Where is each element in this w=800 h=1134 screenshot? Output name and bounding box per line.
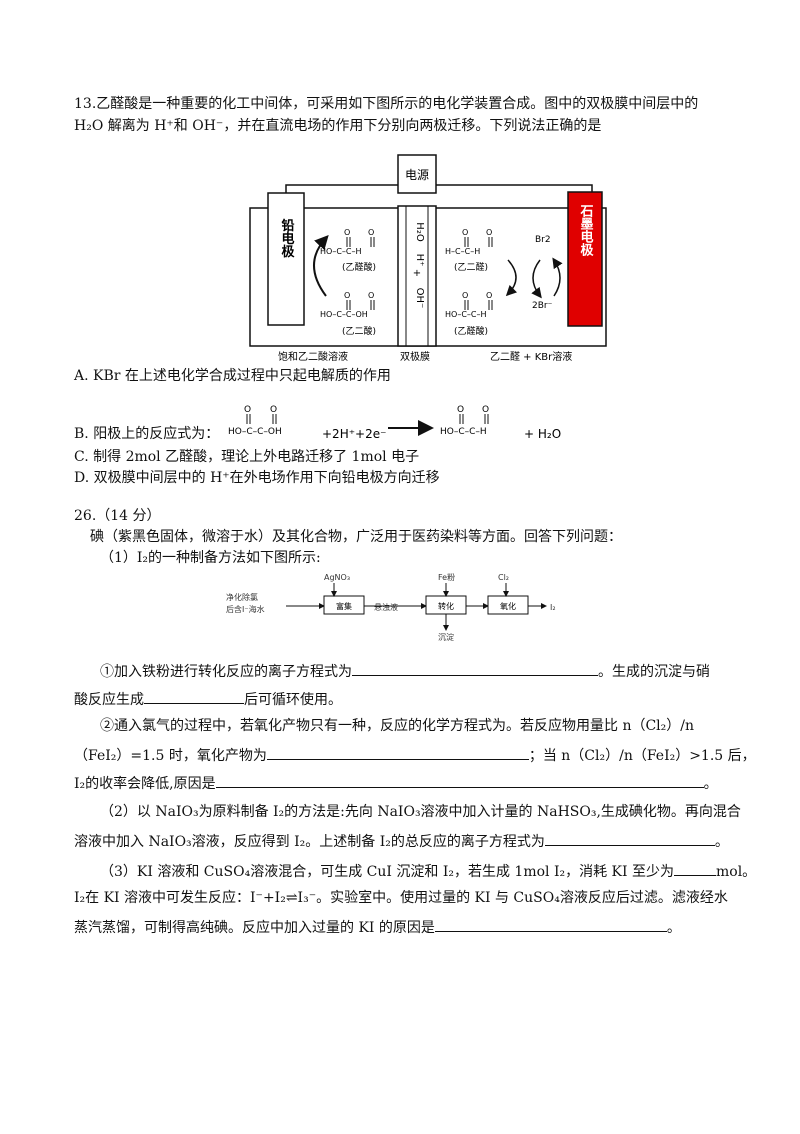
- glyoxylic-acid-right-structure: O O HO–C–C–H: [445, 291, 493, 319]
- glyoxylic-acid-right-label: (乙醛酸): [454, 325, 488, 337]
- flow-box-enrich: [323, 595, 365, 615]
- q13-stem-line2: H₂O 解离为 H⁺和 OH⁻，并在直流电场的作用下分别向两极迁移。下列说法正确…: [74, 118, 602, 134]
- q26-p3-line3: 蒸汽蒸馏，可制得高纯碘。反应中加入过量的 KI 的原因是。: [74, 916, 681, 938]
- brminus-label: 2Br⁻: [532, 301, 553, 311]
- power-label: 电源: [405, 168, 429, 182]
- svg-text:HO–C–C–H: HO–C–C–H: [320, 247, 362, 256]
- q26-s2-line2: （FeI₂）=1.5 时，氧化产物为；当 n（Cl₂）/n（FeI₂）>1.5 …: [74, 744, 756, 766]
- q26-s2-line1: ②通入氯气的过程中，若氧化产物只有一种，反应的化学方程式为。若反应物用量比 n（…: [100, 718, 694, 734]
- left-arrow: [313, 235, 329, 297]
- svg-text:O: O: [486, 291, 492, 300]
- svg-text:HO–C–C–H: HO–C–C–H: [445, 310, 487, 319]
- svg-text:O: O: [344, 228, 350, 237]
- svg-text:O: O: [244, 405, 251, 415]
- q13-stem-line1: 13.乙醛酸是一种重要的化工中间体，可采用如下图所示的电化学装置合成。图中的双极…: [74, 96, 699, 112]
- svg-text:O: O: [368, 291, 374, 300]
- flow-product: I₂: [550, 603, 556, 612]
- svg-text:转化: 转化: [438, 601, 454, 611]
- q26-p3-line1: （3）KI 溶液和 CuSO₄溶液混合，可生成 CuI 沉淀和 I₂，若生成 1…: [100, 860, 756, 882]
- membrane-h2o: H₂O: [414, 222, 425, 242]
- q13-option-a: A. KBr 在上述电化学合成过程中只起电解质的作用: [74, 368, 391, 384]
- q26-part1: （1）I₂的一种制备方法如下图所示:: [100, 550, 321, 566]
- down-arrow: [505, 259, 518, 297]
- q13-option-d: D. 双极膜中间层中的 H⁺在外电场作用下向铅电极方向迁移: [74, 470, 440, 486]
- q13-option-b-prefix: B. 阳极上的反应式为：: [74, 426, 220, 442]
- flow-fe: Fe粉: [438, 572, 455, 582]
- membrane-ohminus: OH⁻: [414, 288, 425, 309]
- bipolar-membrane: [397, 205, 437, 347]
- flow-source: 净化除氯: [226, 592, 258, 602]
- label-right-solution: 乙二醛 + KBr溶液: [490, 350, 572, 363]
- wire-right: [436, 184, 593, 192]
- lead-electrode: [267, 192, 305, 326]
- svg-text:O: O: [270, 405, 277, 415]
- svg-text:后含I⁻海水: 后含I⁻海水: [226, 604, 265, 614]
- q26-s1-line1: ①加入铁粉进行转化反应的离子方程式为。生成的沉淀与硝: [100, 660, 710, 682]
- graphite-electrode-label: 石墨电极: [578, 204, 595, 257]
- glyoxylic-acid-structure: O O HO–C–C–H: [320, 228, 375, 256]
- svg-text:O: O: [482, 405, 489, 415]
- svg-text:HO–C–C–OH: HO–C–C–OH: [228, 427, 282, 437]
- svg-text:氧化: 氧化: [500, 601, 516, 611]
- svg-text:O: O: [344, 291, 350, 300]
- graphite-electrode: [567, 191, 603, 327]
- iodine-flow-chart: 净化除氯 后含I⁻海水 AgNO₃ Fe粉 Cl₂ 悬浊液 沉淀 I₂ 富集 转…: [226, 572, 556, 642]
- flow-agno3: AgNO₃: [324, 573, 350, 582]
- option-b-equation: O O HO–C–C–OH +2H⁺+2e⁻ O O HO–C–C–H + H₂O: [228, 405, 561, 441]
- glyoxal-structure: O O H–C–C–H: [445, 228, 493, 256]
- glyoxylic-acid-label: (乙醛酸): [342, 261, 376, 273]
- power-box: [397, 154, 437, 194]
- option-b-suffix: + H₂O: [524, 427, 561, 441]
- q26-s2-line3: I₂的收率会降低,原因是。: [74, 772, 718, 794]
- svg-text:H–C–C–H: H–C–C–H: [445, 247, 480, 256]
- svg-text:O: O: [462, 228, 468, 237]
- glyoxal-label: (乙二醛): [454, 261, 488, 273]
- flow-cl2: Cl₂: [498, 573, 509, 582]
- q26-p2-line1: （2）以 NaIO₃为原料制备 I₂的方法是:先向 NaIO₃溶液中加入计量的 …: [100, 804, 741, 820]
- label-left-solution: 饱和乙二酸溶液: [278, 350, 348, 363]
- br2-label: Br2: [535, 235, 551, 245]
- option-b-mid: +2H⁺+2e⁻: [322, 427, 386, 441]
- br-cycle-left: [531, 259, 542, 299]
- electrolysis-diagram: 电源 铅电极 石墨电极 H₂O H⁺ + OH⁻ O O HO–C–C–H (乙醛…: [249, 154, 607, 363]
- svg-text:HO–C–C–H: HO–C–C–H: [440, 427, 487, 437]
- lead-electrode-label: 铅电极: [279, 218, 295, 259]
- br-cycle-right: [552, 257, 563, 297]
- q26-p2-line2: 溶液中加入 NaIO₃溶液，反应得到 I₂。上述制备 I₂的总反应的离子方程式为…: [74, 830, 729, 852]
- svg-text:+: +: [413, 268, 421, 279]
- svg-text:O: O: [486, 228, 492, 237]
- svg-text:HO–C–C–OH: HO–C–C–OH: [320, 310, 368, 319]
- q26-header: 26.（14 分）: [74, 508, 161, 524]
- svg-text:富集: 富集: [336, 601, 352, 611]
- membrane-hplus: H⁺: [414, 254, 425, 267]
- q26-s1-line2: 酸反应生成后可循环使用。: [74, 688, 342, 710]
- oxalic-acid-structure: O O HO–C–C–OH: [320, 291, 375, 319]
- svg-text:O: O: [462, 291, 468, 300]
- label-membrane: 双极膜: [400, 350, 430, 363]
- q13-option-c: C. 制得 2mol 乙醛酸，理论上外电路迁移了 1mol 电子: [74, 449, 420, 465]
- q26-intro: 碘（紫黑色固体，微溶于水）及其化合物，广泛用于医药染料等方面。回答下列问题：: [90, 529, 622, 545]
- oxalic-acid-label: (乙二酸): [342, 326, 376, 337]
- flow-suspension: 悬浊液: [374, 602, 398, 612]
- q26-p3-line2: I₂在 KI 溶液中可发生反应：I⁻+I₂⇌I₃⁻。实验室中。使用过量的 KI …: [74, 890, 728, 906]
- flow-precipitate: 沉淀: [438, 632, 454, 642]
- svg-text:O: O: [457, 405, 464, 415]
- svg-text:O: O: [368, 228, 374, 237]
